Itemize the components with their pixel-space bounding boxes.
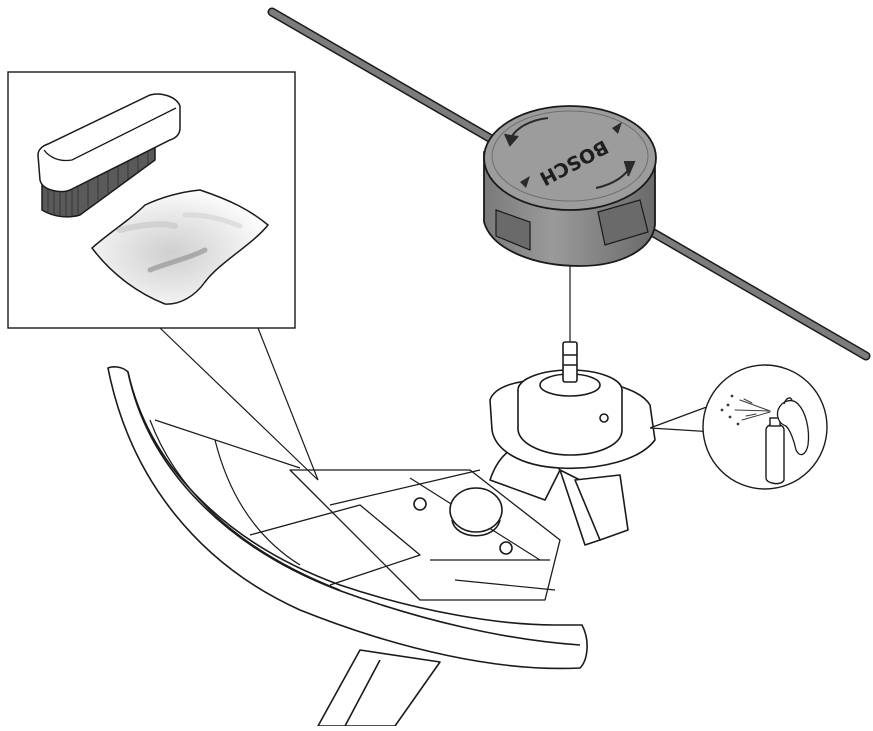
drive-shaft <box>562 341 578 383</box>
rotation-arrow-icon <box>504 117 636 189</box>
motor-boss <box>449 487 503 533</box>
screw <box>499 541 513 555</box>
cleaning-tools-callout <box>7 71 319 481</box>
spool-seat <box>489 341 656 470</box>
spray-can-icon <box>765 417 785 485</box>
trimmer-guard <box>107 366 629 727</box>
lubricant-spray-callout <box>649 364 828 490</box>
callout-circle <box>702 364 828 490</box>
cleaning-cloth-icon <box>90 189 270 305</box>
screw <box>413 497 427 511</box>
cleaning-brush-icon <box>37 93 181 218</box>
rotation-arrow-icon <box>520 122 622 188</box>
spool-cap-assembly: BOSCH <box>267 7 871 361</box>
guard-shell <box>107 366 588 670</box>
spray-mist <box>720 394 771 426</box>
hand-icon <box>776 397 810 456</box>
